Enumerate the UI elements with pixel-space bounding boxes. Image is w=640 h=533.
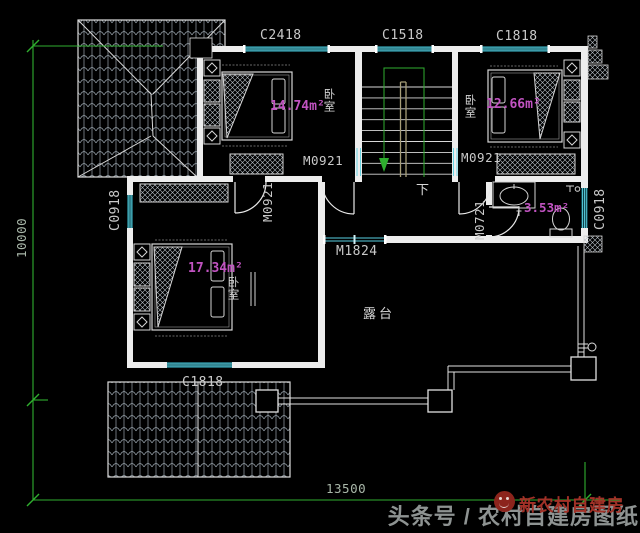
brand-text: 新农村自建房 bbox=[519, 496, 624, 515]
furniture-bedroom1 bbox=[203, 59, 293, 175]
sink-counter bbox=[492, 181, 536, 209]
door-bedroom2 bbox=[458, 181, 492, 215]
dimension-vertical: 10000 bbox=[14, 217, 29, 258]
furniture-bedroom2 bbox=[487, 59, 581, 175]
area-label-bedroom1: 14.74m² bbox=[270, 99, 325, 114]
door-label-m0721-bathroom: M0721 bbox=[472, 199, 487, 240]
window-c2418 bbox=[243, 45, 330, 53]
brand-logo-icon bbox=[494, 491, 515, 512]
window-c0918-right bbox=[581, 188, 588, 228]
window-label-c1818-bottom: C1818 bbox=[182, 375, 224, 390]
window-label-c0918-right: C0918 bbox=[593, 188, 608, 230]
furniture-bedroom3 bbox=[133, 183, 256, 337]
door-label-m0921-bedroom1: M0921 bbox=[303, 153, 344, 168]
dimension-lines bbox=[26, 39, 620, 507]
window-label-c1818-top: C1818 bbox=[496, 29, 538, 44]
area-label-bedroom2: 12.66m² bbox=[486, 97, 541, 112]
area-label-bathroom: 3.53m² bbox=[524, 200, 570, 215]
door-bedroom3 bbox=[234, 181, 267, 214]
window-c1818-bottom bbox=[167, 362, 232, 368]
room-label-bedroom3: 卧室 bbox=[226, 276, 239, 301]
staircase bbox=[362, 67, 452, 177]
railing-post-left bbox=[255, 389, 279, 413]
wc-mark bbox=[516, 206, 522, 216]
door-label-m0921-bedroom3: M0921 bbox=[260, 181, 275, 222]
railing-post-middle bbox=[427, 389, 453, 413]
window-c1518 bbox=[375, 45, 434, 53]
dimension-horizontal: 13500 bbox=[326, 481, 367, 496]
room-label-bedroom2: 卧室 bbox=[463, 94, 476, 119]
window-label-c2418: C2418 bbox=[260, 28, 302, 43]
door-m1824-sliding bbox=[323, 235, 387, 244]
drain-symbol bbox=[587, 342, 597, 352]
stair-down-arrow bbox=[379, 158, 389, 172]
window-c1818-top bbox=[480, 45, 550, 53]
door-label-m1824-terrace: M1824 bbox=[336, 244, 378, 259]
toilet-bowl bbox=[552, 207, 570, 231]
door-label-m0921-bedroom2: M0921 bbox=[461, 150, 502, 165]
windows bbox=[127, 45, 588, 368]
toilet-tank bbox=[549, 228, 573, 238]
stair-down-label: 下 bbox=[416, 182, 430, 197]
area-label-bedroom3: 17.34m² bbox=[188, 261, 243, 276]
window-label-c0918-left: C0918 bbox=[108, 189, 123, 231]
window-label-c1518: C1518 bbox=[382, 28, 424, 43]
stair-guide bbox=[383, 67, 425, 177]
room-label-bedroom1: 卧室 bbox=[322, 88, 335, 113]
terrace-label: 露台 bbox=[363, 306, 396, 321]
door-bedroom1 bbox=[321, 181, 355, 215]
terrace-railing bbox=[255, 246, 597, 413]
stair-rail bbox=[399, 81, 407, 177]
window-c0918-left bbox=[127, 195, 133, 228]
roof-chimney bbox=[189, 37, 213, 59]
door-jambs bbox=[356, 148, 458, 176]
corner-decorations bbox=[189, 35, 609, 253]
floor-drain bbox=[566, 185, 574, 192]
railing-post-right bbox=[570, 356, 597, 381]
bathroom-fixtures bbox=[492, 181, 581, 238]
watermark-text: 头条号 / 农村自建房图纸 bbox=[387, 504, 639, 529]
